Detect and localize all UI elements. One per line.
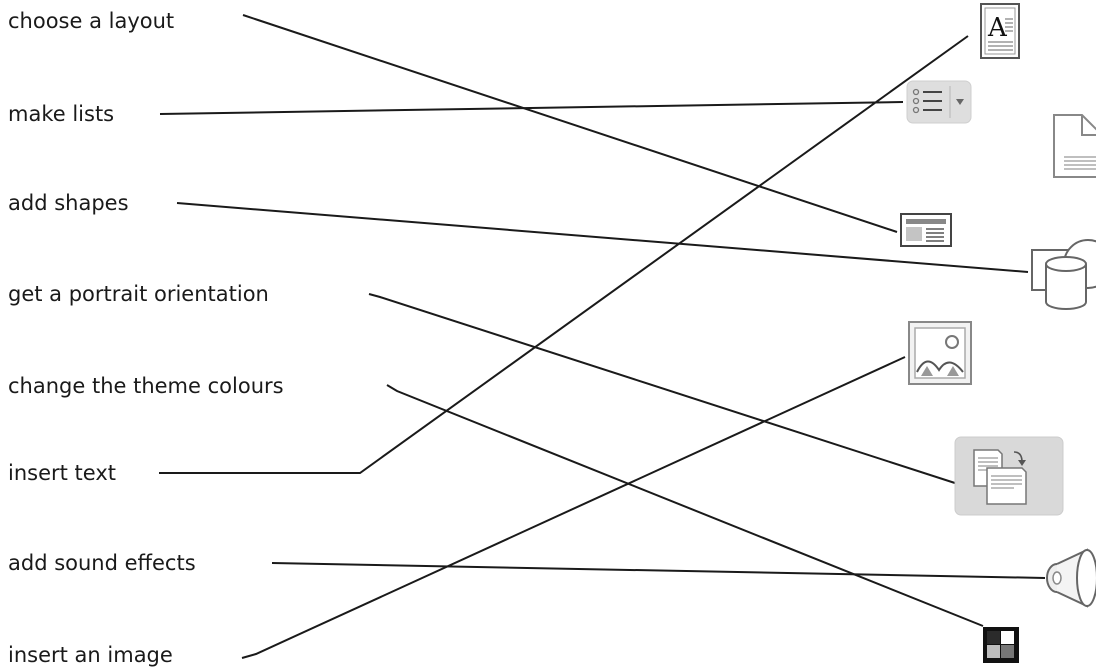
line-change-the-theme-colours (386, 384, 984, 627)
speaker-icon (1046, 548, 1096, 608)
label-get-a-portrait-orientation: get a portrait orientation (8, 282, 269, 306)
label-insert-text: insert text (8, 461, 116, 485)
svg-text:A: A (987, 13, 1008, 43)
line-insert-text (159, 35, 969, 474)
bullet-list-icon (906, 80, 972, 124)
theme-colours-icon (983, 627, 1019, 663)
layout-icon (900, 213, 952, 247)
blank-page-icon (1053, 114, 1096, 178)
label-add-shapes: add shapes (8, 191, 129, 215)
label-make-lists: make lists (8, 102, 115, 126)
label-change-the-theme-colours: change the theme colours (8, 374, 284, 398)
line-choose-a-layout (242, 14, 898, 233)
orientation-icon (954, 436, 1064, 516)
picture-icon (908, 321, 972, 385)
text-box-icon: A (980, 3, 1020, 59)
label-add-sound-effects: add sound effects (8, 551, 196, 575)
label-choose-a-layout: choose a layout (8, 9, 175, 33)
line-get-a-portrait-orientation (368, 293, 959, 485)
label-insert-an-image: insert an image (8, 643, 173, 667)
line-insert-an-image (241, 356, 906, 659)
shapes-icon (1031, 239, 1096, 310)
line-make-lists (159, 101, 904, 115)
line-add-sound-effects (271, 562, 1046, 579)
line-add-shapes (176, 202, 1029, 273)
